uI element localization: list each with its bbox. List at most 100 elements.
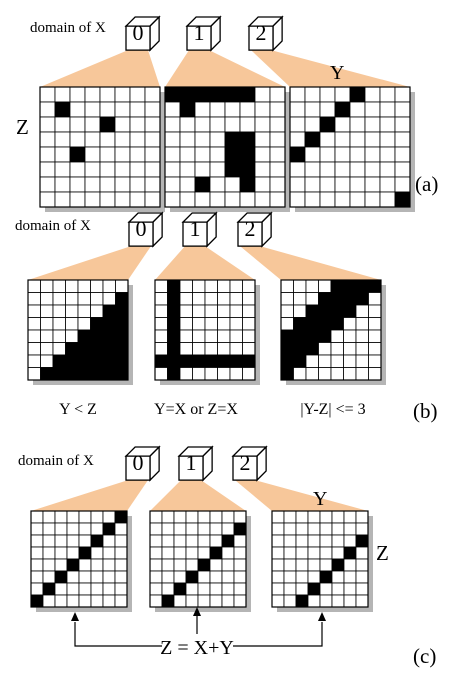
grid-cell: [319, 146, 336, 163]
grid-cell: [233, 546, 247, 560]
grid-cell: [229, 367, 243, 381]
grid-cell: [355, 582, 369, 596]
grid-cell: [144, 191, 161, 208]
grid-cell: [164, 176, 181, 193]
grid-cell: [66, 510, 80, 524]
grid-cell-filled: [318, 317, 332, 331]
grid-cell: [209, 191, 226, 208]
grid-cell: [144, 161, 161, 178]
grid-cell: [185, 510, 199, 524]
grid-cell: [194, 101, 211, 118]
grid-cell-filled: [343, 304, 357, 318]
grid-cell: [379, 116, 396, 133]
grid-cell-filled: [233, 522, 247, 536]
grid-cell-filled: [330, 317, 344, 331]
grid-cell-filled: [239, 146, 256, 163]
grid-cell: [233, 570, 247, 584]
grid-cell: [197, 534, 211, 548]
grid-cell: [179, 131, 196, 148]
grid-cell: [307, 570, 321, 584]
grid-cell: [54, 161, 71, 178]
grid-cell: [161, 522, 175, 536]
grid-cell: [254, 191, 271, 208]
grid-cell: [149, 522, 163, 536]
grid-cell: [331, 510, 345, 524]
grid-cell: [161, 546, 175, 560]
grid-border-a-0: [39, 86, 161, 208]
grid-cell: [192, 279, 206, 293]
grid-cell: [349, 116, 366, 133]
grid-cell: [149, 534, 163, 548]
grid-cell: [164, 116, 181, 133]
grid-cell: [90, 546, 104, 560]
grid-cell: [343, 558, 357, 572]
grid-cell: [173, 534, 187, 548]
grid-cell: [330, 367, 344, 381]
grid-cell: [69, 116, 86, 133]
grid-cell-filled: [343, 546, 357, 560]
grid-cell: [39, 146, 56, 163]
grid-cell-filled: [318, 292, 332, 306]
grid-cell: [368, 304, 382, 318]
grid-cell: [66, 594, 80, 608]
grid-cell: [144, 86, 161, 103]
grid-cell-filled: [343, 279, 357, 293]
grid-cell: [307, 510, 321, 524]
grid-cell: [283, 582, 297, 596]
grid-cell: [185, 546, 199, 560]
grid-cell: [355, 342, 369, 356]
grid-cell: [90, 594, 104, 608]
grid-border-a-2: [289, 86, 411, 208]
grid-cell: [364, 161, 381, 178]
grid-cell: [355, 304, 369, 318]
grid-cell-filled: [209, 546, 223, 560]
grid-cell: [30, 570, 44, 584]
grid-cell: [355, 558, 369, 572]
grid-cell: [114, 594, 128, 608]
grid-cell: [161, 570, 175, 584]
grid-cell-filled: [90, 534, 104, 548]
grid-cell: [254, 101, 271, 118]
grid-cell: [254, 131, 271, 148]
cube-b-0: [127, 211, 164, 248]
grid-cell: [129, 146, 146, 163]
fan-layer: [28, 50, 410, 511]
grid-cell-filled: [65, 354, 79, 368]
grid-cell: [305, 292, 319, 306]
grid-cell-filled: [78, 546, 92, 560]
grid-cell: [90, 279, 104, 293]
grid-cell: [27, 292, 41, 306]
grid-cell: [224, 116, 241, 133]
grid-cell: [179, 329, 193, 343]
grid-cell: [304, 191, 321, 208]
grid-cell: [349, 146, 366, 163]
grid-cell: [319, 510, 333, 524]
grid-cell: [30, 582, 44, 596]
grid-cell-filled: [280, 354, 294, 368]
grid-cell: [78, 534, 92, 548]
arrowhead-1: [318, 612, 326, 621]
grid-cell: [69, 131, 86, 148]
grid-cell: [90, 304, 104, 318]
grid-cell: [304, 116, 321, 133]
grid-cell: [304, 146, 321, 163]
grid-cell: [154, 342, 168, 356]
grid-cell: [368, 292, 382, 306]
grid-cell-filled: [90, 342, 104, 356]
grid-cell-filled: [167, 329, 181, 343]
grid-cell-filled: [54, 570, 68, 584]
grid-cell: [331, 534, 345, 548]
grid-cell: [229, 317, 243, 331]
grid-cell: [319, 161, 336, 178]
grid-cell: [242, 292, 256, 306]
grid-cell-filled: [331, 558, 345, 572]
grid-cell: [30, 510, 44, 524]
grid-cell: [84, 176, 101, 193]
grid-cell: [179, 146, 196, 163]
grid-border-c-1: [149, 510, 247, 608]
grid-cell: [254, 86, 271, 103]
arrowhead-2: [193, 607, 201, 616]
grid-cell: [364, 101, 381, 118]
grid-cell: [90, 292, 104, 306]
grid-cell: [221, 510, 235, 524]
